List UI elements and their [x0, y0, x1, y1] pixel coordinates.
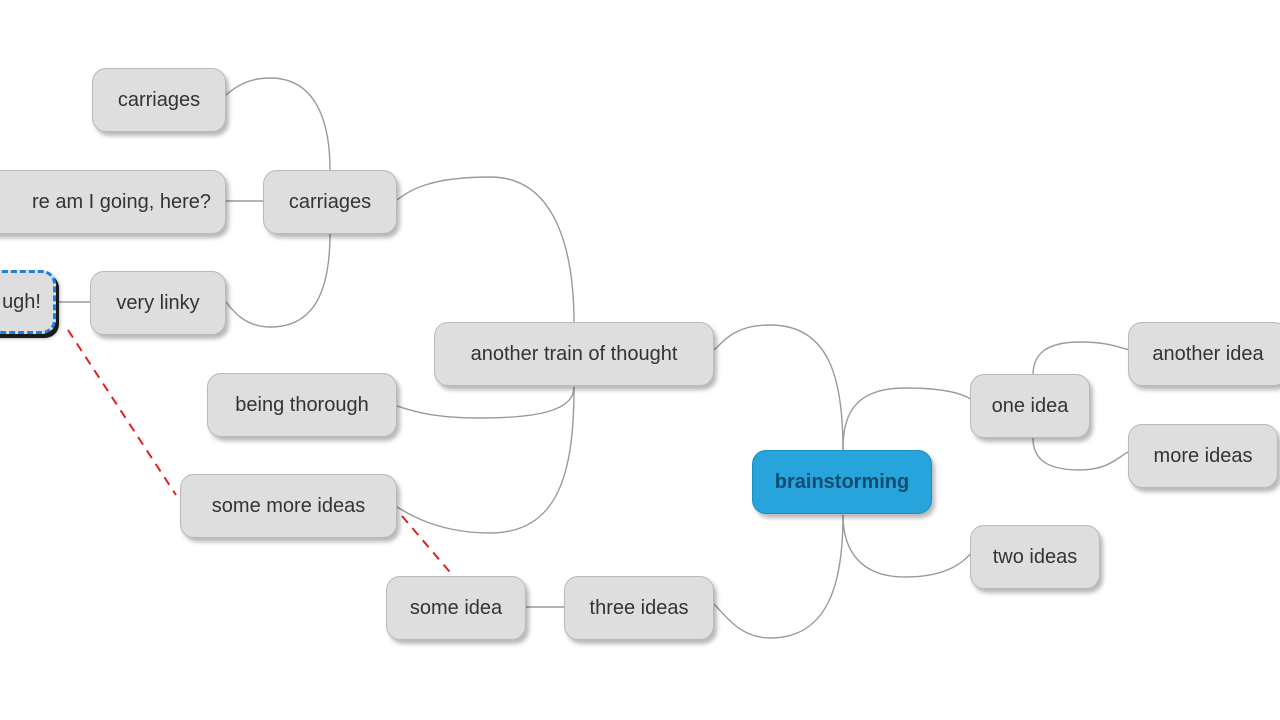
node-another-train-of-thought[interactable]: another train of thought [434, 322, 714, 386]
node-being-thorough[interactable]: being thorough [207, 373, 397, 437]
node-very-linky[interactable]: very linky [90, 271, 226, 335]
node-two-ideas[interactable]: two ideas [970, 525, 1100, 589]
node-brainstorming[interactable]: brainstorming [752, 450, 932, 514]
node-carriages-parent[interactable]: carriages [263, 170, 397, 234]
node-selected[interactable]: ugh! [0, 270, 56, 334]
node-carriages-child[interactable]: carriages [92, 68, 226, 132]
node-one-idea[interactable]: one idea [970, 374, 1090, 438]
link-root-three-ideas [713, 514, 844, 639]
node-where-am-i-going[interactable]: re am I going, here? [0, 170, 226, 234]
node-three-ideas[interactable]: three ideas [564, 576, 714, 640]
node-more-ideas[interactable]: more ideas [1128, 424, 1278, 488]
link-train-carriages [396, 176, 575, 324]
cross-link-some-more-ideas-some-idea [401, 515, 456, 579]
link-train-some-more-ideas [396, 386, 575, 534]
link-carriages-very-linky [225, 232, 331, 328]
node-some-idea[interactable]: some idea [386, 576, 526, 640]
link-root-another-train [713, 324, 844, 451]
link-one-idea-more-ideas [1032, 437, 1131, 471]
link-one-idea-another-idea [1032, 341, 1131, 376]
link-root-two-ideas [842, 514, 973, 578]
cross-link-selected-some-more-ideas [67, 329, 177, 496]
link-train-being-thorough [396, 386, 575, 419]
link-root-one-idea [842, 387, 973, 451]
node-some-more-ideas[interactable]: some more ideas [180, 474, 397, 538]
link-carriages-carriages [225, 77, 331, 171]
node-another-idea[interactable]: another idea [1128, 322, 1280, 386]
